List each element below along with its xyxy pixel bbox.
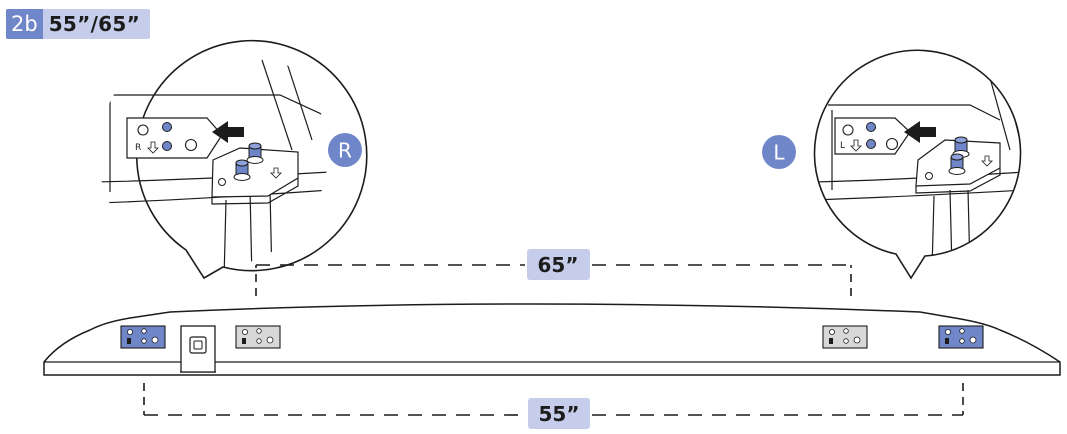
- arrow-icon: [904, 121, 936, 143]
- step-badge: 2b 55”/65”: [6, 9, 151, 39]
- callout-right: R: [98, 39, 368, 280]
- arrow-icon: [212, 121, 244, 143]
- callout-left: L: [813, 49, 1022, 280]
- step-number: 2b: [6, 9, 43, 39]
- port-letter-left: L: [840, 141, 845, 151]
- down-arrow-icon: [850, 139, 862, 152]
- tv-body: [43, 303, 1061, 376]
- side-marker-left: L: [762, 135, 796, 169]
- dimension-label-lower: 55”: [528, 398, 590, 429]
- screw-post-icon: [948, 136, 970, 175]
- side-letter-left: L: [773, 141, 785, 165]
- down-arrow-icon: [147, 141, 159, 154]
- port-letter-right: R: [135, 143, 141, 153]
- mount-port-inner-right: [235, 325, 281, 349]
- dimension-label-upper: 65”: [527, 249, 590, 280]
- dimension-upper-text: 65”: [538, 253, 579, 277]
- mount-port-outer-left: [938, 325, 984, 349]
- side-marker-right: R: [328, 133, 362, 167]
- mount-port-inner-left: [822, 325, 868, 349]
- step-title: 55”/65”: [48, 12, 141, 36]
- dimension-lower-text: 55”: [539, 402, 580, 426]
- dimension-lower: [143, 383, 964, 416]
- mount-port-outer-right: [120, 325, 166, 349]
- screw-post-icon: [233, 142, 264, 181]
- side-letter-right: R: [338, 139, 352, 163]
- dimension-upper: [255, 264, 852, 296]
